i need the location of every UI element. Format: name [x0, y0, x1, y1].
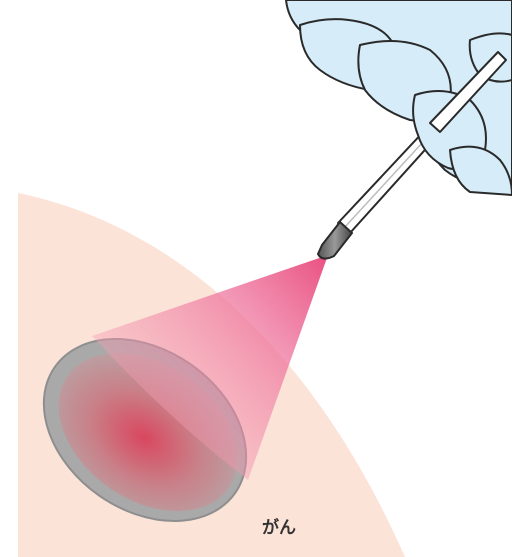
tumor-label: がん — [262, 520, 296, 537]
